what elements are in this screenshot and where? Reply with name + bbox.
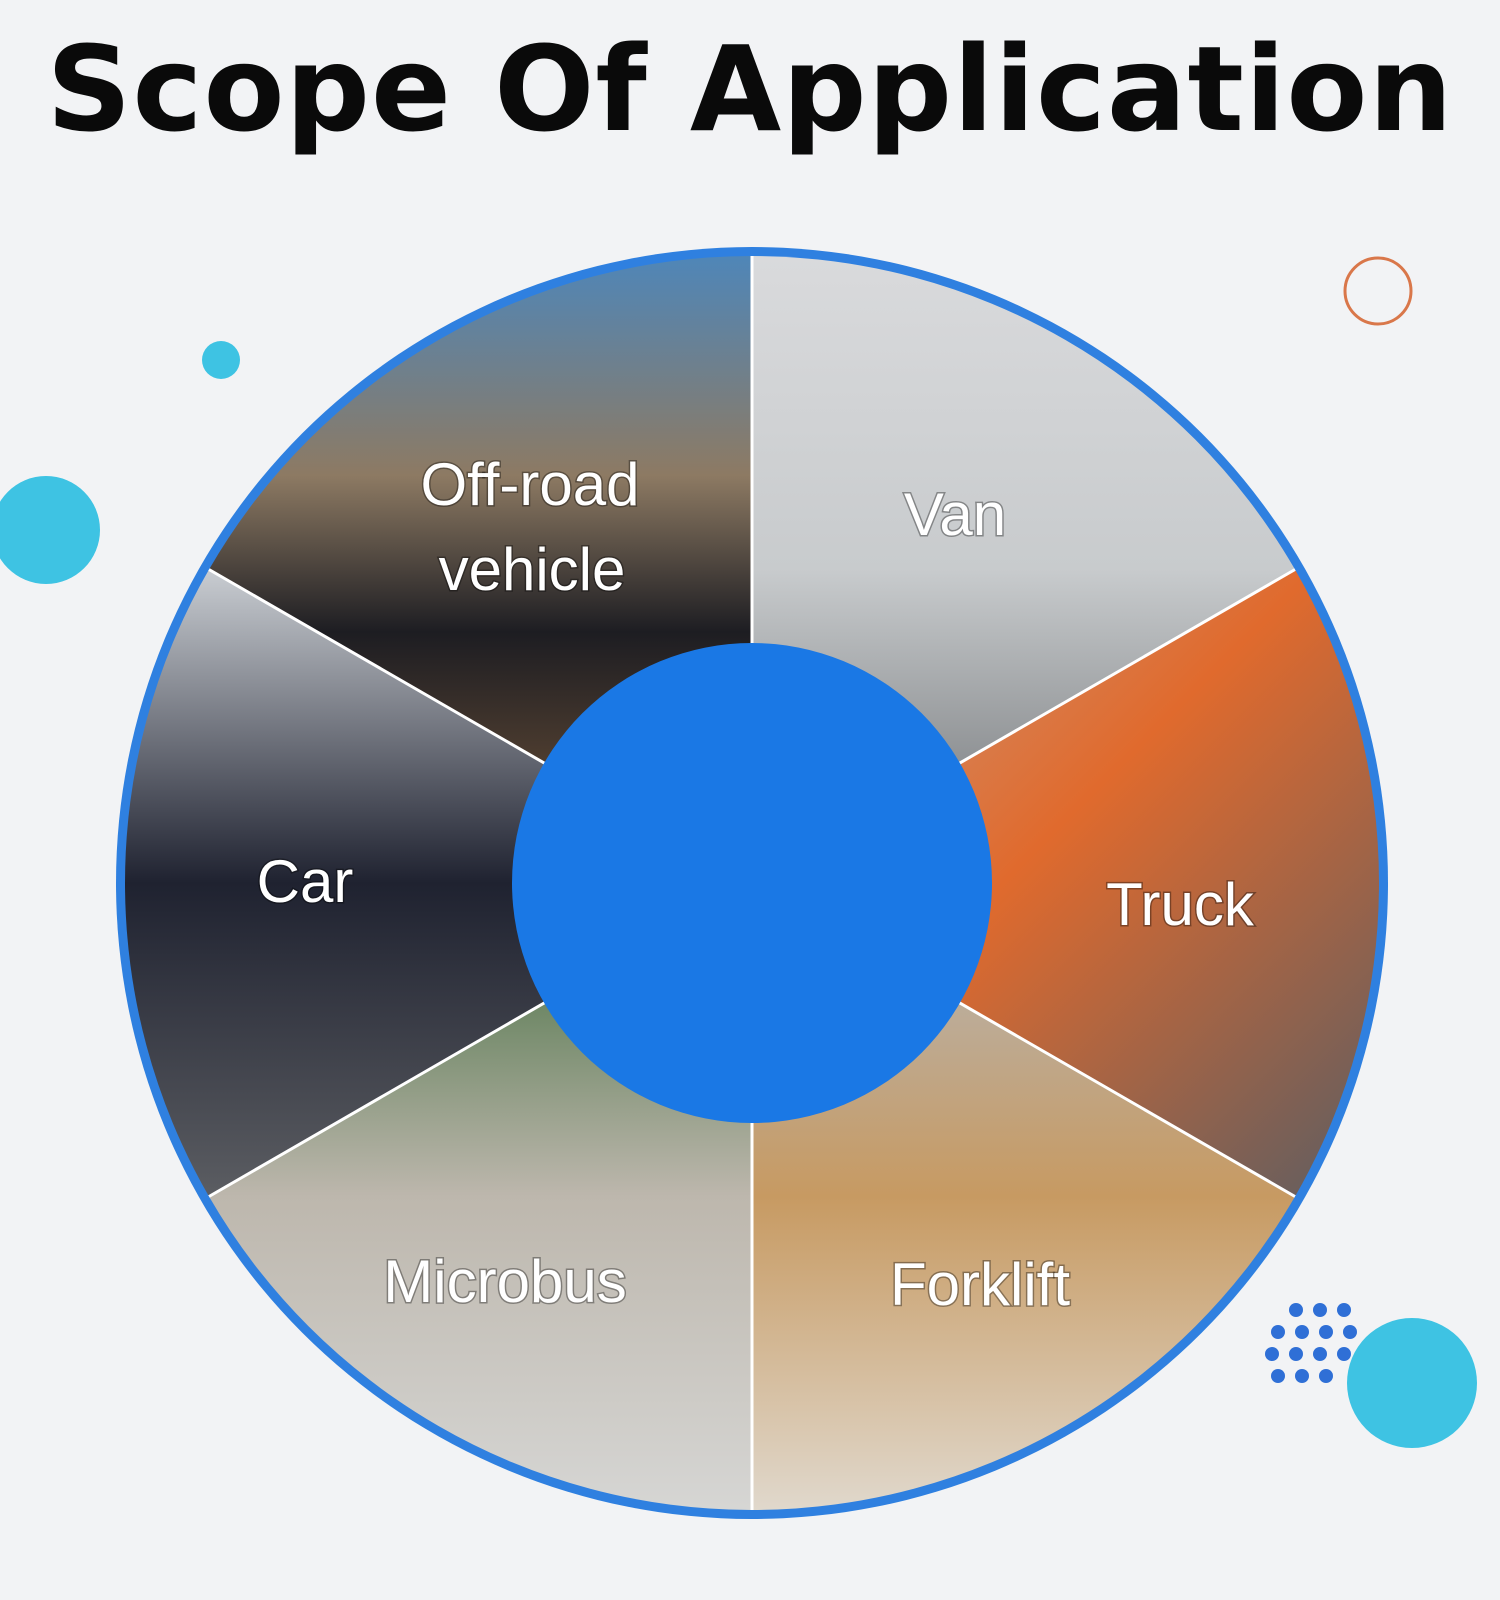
sector-label-truck: Truck [1106,871,1255,938]
decor-dot [1313,1347,1327,1361]
sector-label-microbus: Microbus [383,1248,626,1315]
sector-label-car: Car [257,848,354,915]
page-title: Scope Of Application [46,20,1454,158]
decor-dot [1343,1325,1357,1339]
center-circle [512,643,992,1123]
decor-dot [1313,1303,1327,1317]
decor-circle [1347,1318,1477,1448]
decor-dot [1337,1347,1351,1361]
decor-dot [1271,1369,1285,1383]
sector-label-van: Van [904,481,1006,548]
sector-label-forklift: Forklift [890,1251,1070,1318]
decor-dot [1295,1369,1309,1383]
sector-label-offroad: Off-road [421,451,640,518]
decor-dot [1337,1303,1351,1317]
sector-image-truck [752,569,1379,1197]
decor-circle [0,476,100,584]
decor-dot [1319,1369,1333,1383]
decor-ring [1343,256,1413,326]
decor-dot-grid [1265,1303,1357,1383]
decor-dot [202,341,240,379]
decor-dot [1265,1347,1279,1361]
decor-dot [1289,1347,1303,1361]
decor-dot [1271,1325,1285,1339]
sector-label-offroad-2: vehicle [439,536,626,603]
sector-image-car [124,569,752,1197]
decor-dot [1289,1303,1303,1317]
decor-dot [1319,1325,1333,1339]
decor-dot [1295,1325,1309,1339]
